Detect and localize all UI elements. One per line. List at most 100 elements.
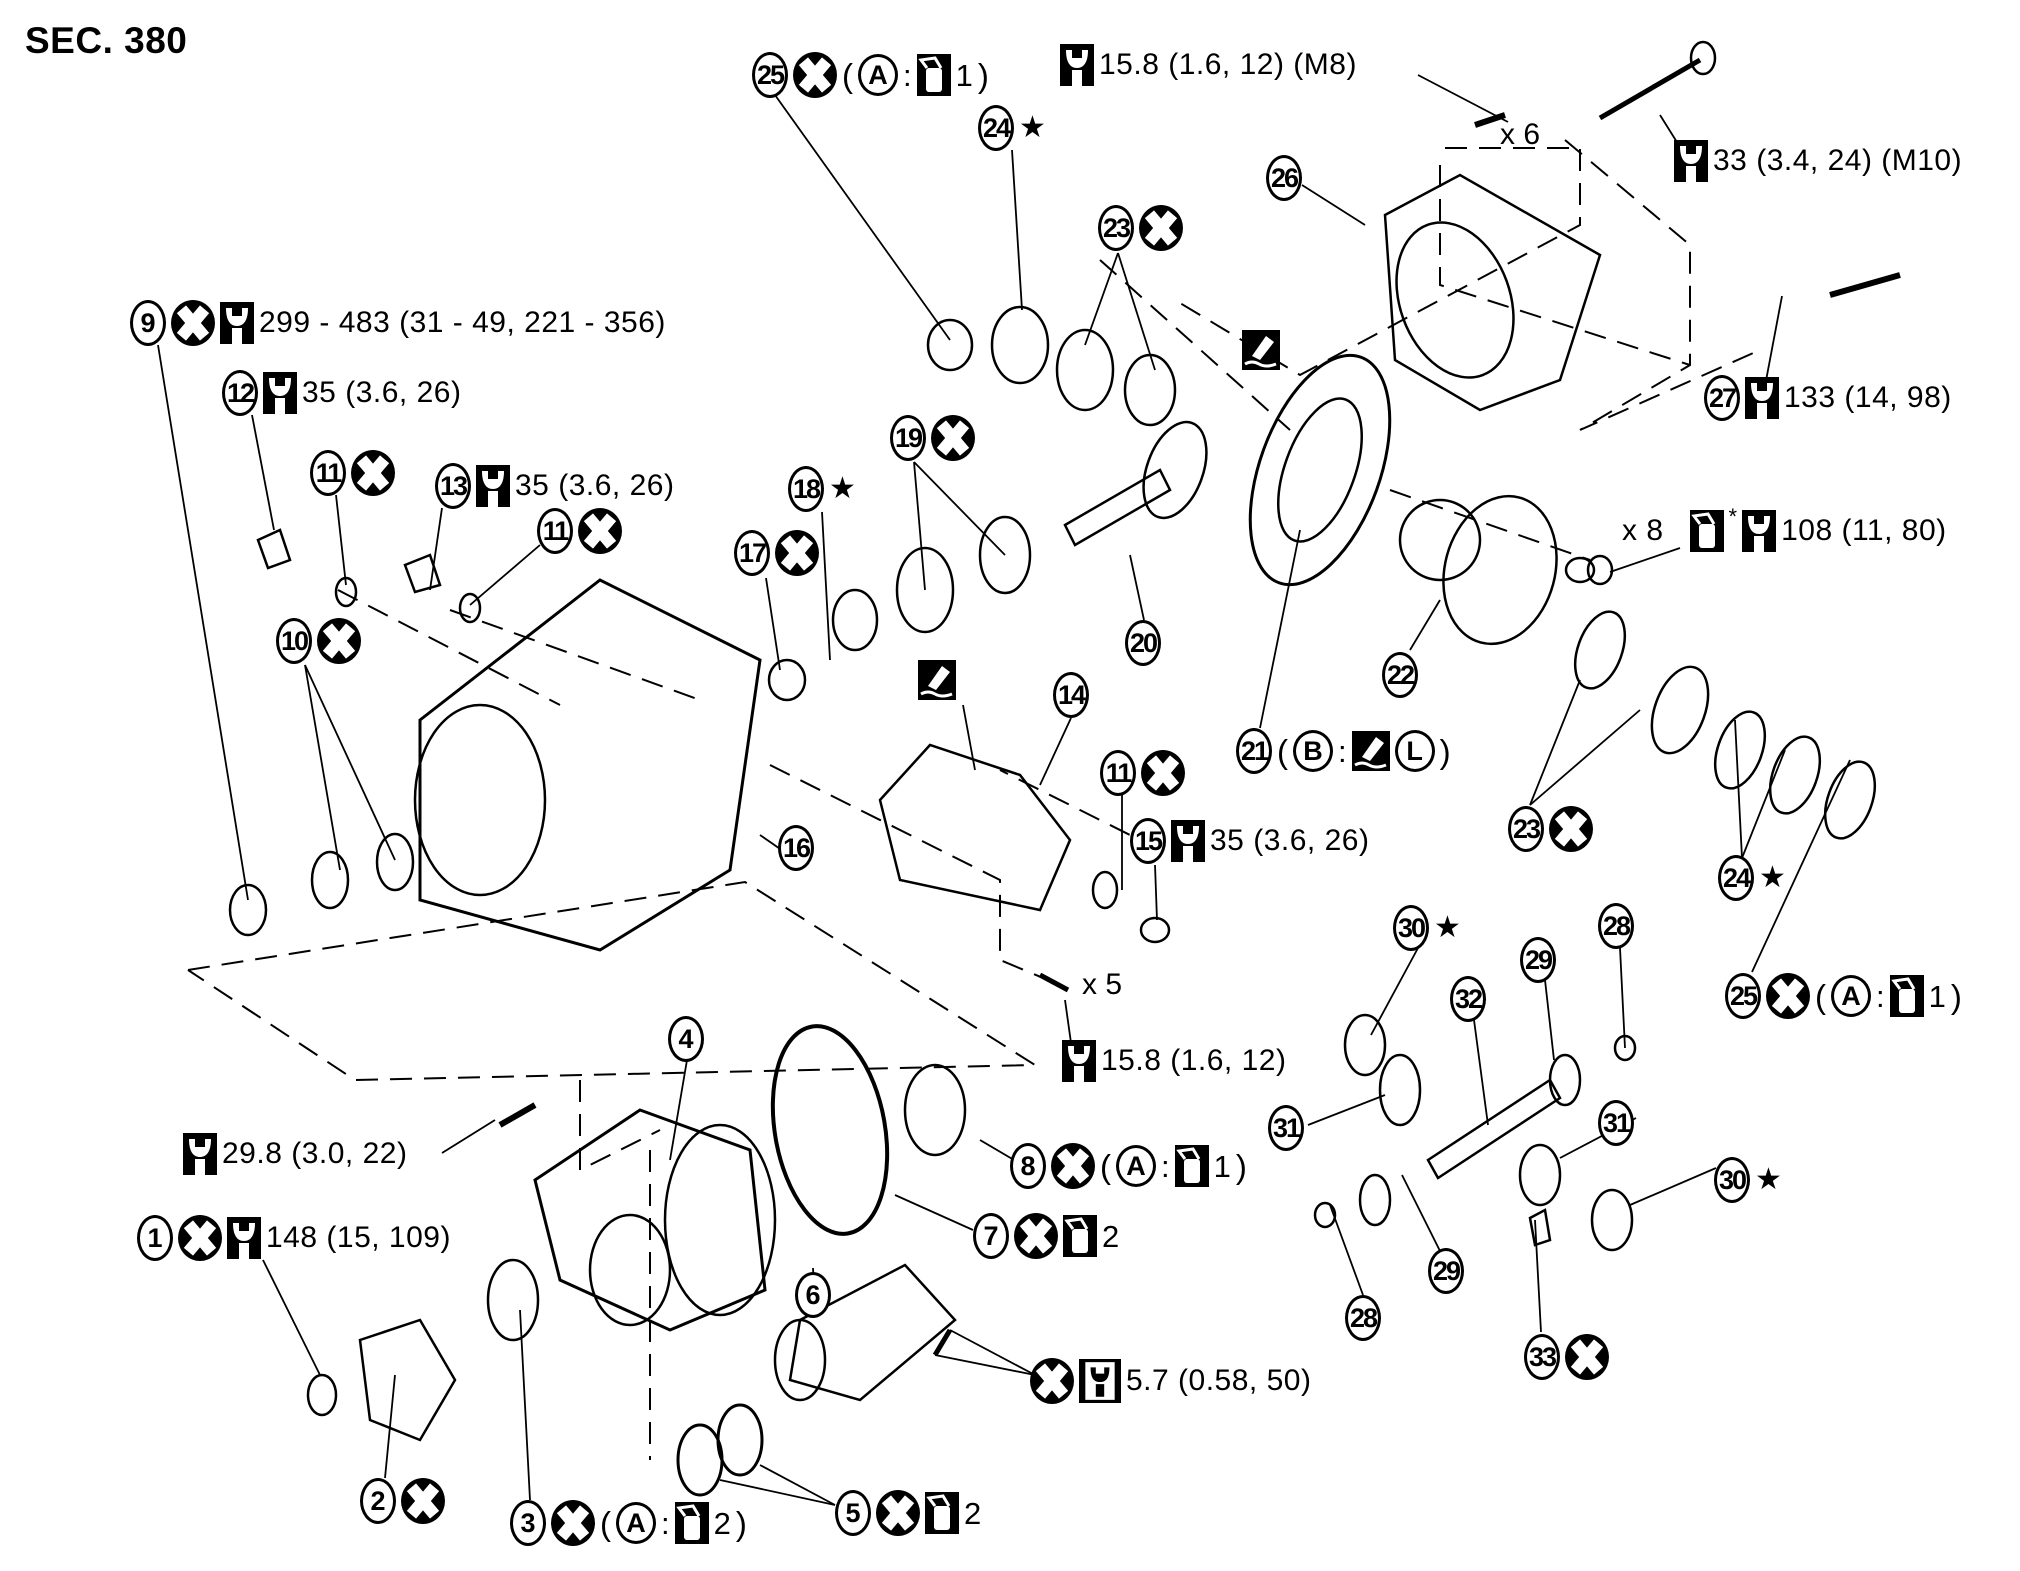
callout-17: 17 bbox=[734, 530, 819, 576]
part-number: 32 bbox=[1450, 976, 1486, 1022]
part-number: 29 bbox=[1520, 937, 1556, 983]
torque-value: 133 (14, 98) bbox=[1784, 381, 1952, 414]
ref-letter-l: L bbox=[1394, 730, 1435, 772]
torque-wrench-icon bbox=[183, 1133, 217, 1175]
oil-can-icon bbox=[925, 1492, 959, 1534]
callout-18: 18 ★ bbox=[788, 466, 856, 512]
oil-grade: 1 bbox=[1213, 1148, 1231, 1184]
callout-2: 2 bbox=[360, 1478, 445, 1524]
torque-wrench-icon bbox=[476, 465, 510, 507]
part-number: 9 bbox=[130, 300, 166, 346]
callout-19: 19 bbox=[890, 415, 975, 461]
callout-30-right: 30 ★ bbox=[1714, 1157, 1782, 1203]
callout-24-top: 24 ★ bbox=[978, 105, 1046, 151]
oil-grade: 2 bbox=[964, 1495, 982, 1531]
callout-32: 32 bbox=[1450, 976, 1486, 1022]
replace-icon bbox=[351, 450, 395, 496]
part-number: 25 bbox=[752, 52, 788, 98]
callout-27: 27 133 (14, 98) bbox=[1704, 375, 1952, 421]
replace-icon bbox=[1766, 973, 1810, 1019]
callout-25-top: 25 ( A : 1 ) bbox=[752, 52, 989, 98]
replace-icon bbox=[1051, 1143, 1095, 1189]
callout-22: 22 bbox=[1382, 652, 1418, 698]
colon: : bbox=[1876, 978, 1885, 1014]
callout-15: 15 35 (3.6, 26) bbox=[1130, 818, 1369, 864]
part-number: 12 bbox=[222, 370, 258, 416]
paren-open: ( bbox=[1100, 1147, 1111, 1185]
part-number: 15 bbox=[1130, 818, 1166, 864]
part-number: 33 bbox=[1524, 1334, 1560, 1380]
callout-10: 10 bbox=[276, 618, 361, 664]
ref-letter: A bbox=[1116, 1145, 1156, 1187]
torque-5-7: 5.7 (0.58, 50) bbox=[1030, 1358, 1311, 1404]
paren-open: ( bbox=[600, 1504, 611, 1542]
torque-wrench-icon bbox=[263, 372, 297, 414]
part-number: 2 bbox=[360, 1478, 396, 1524]
quantity-x6: x 6 bbox=[1500, 118, 1541, 151]
replace-icon bbox=[931, 415, 975, 461]
asterisk-note: * bbox=[1728, 504, 1738, 529]
part-number: 6 bbox=[795, 1272, 831, 1318]
ref-letter: A bbox=[1831, 975, 1871, 1017]
replace-icon bbox=[317, 618, 361, 664]
sealant-tube-icon bbox=[1351, 731, 1390, 771]
replace-icon bbox=[171, 300, 215, 346]
part-number: 21 bbox=[1236, 728, 1272, 774]
callout-33: 33 bbox=[1524, 1334, 1609, 1380]
replace-icon bbox=[578, 508, 622, 554]
paren-close: ) bbox=[1439, 732, 1451, 770]
replace-icon bbox=[1139, 205, 1183, 251]
callout-9: 9 299 - 483 (31 - 49, 221 - 356) bbox=[130, 300, 666, 346]
replace-icon bbox=[876, 1490, 920, 1536]
oil-grade: 2 bbox=[1102, 1218, 1120, 1254]
torque-value: 148 (15, 109) bbox=[266, 1221, 451, 1254]
part-number: 24 bbox=[1718, 855, 1754, 901]
callout-12: 12 35 (3.6, 26) bbox=[222, 370, 461, 416]
leader-lines bbox=[157, 74, 1851, 1506]
replace-icon bbox=[793, 52, 837, 98]
replace-icon bbox=[775, 530, 819, 576]
part-number: 24 bbox=[978, 105, 1014, 151]
replace-icon bbox=[1549, 806, 1593, 852]
part-number: 13 bbox=[435, 463, 471, 509]
callout-20: 20 bbox=[1125, 620, 1161, 666]
part-number: 31 bbox=[1268, 1105, 1304, 1151]
callout-8: 8 ( A : 1 ) bbox=[1010, 1143, 1247, 1189]
sealant-tube-icon bbox=[918, 660, 956, 700]
torque-wrench-icon bbox=[1742, 510, 1777, 552]
part-number: 28 bbox=[1598, 903, 1634, 949]
paren-open: ( bbox=[1277, 732, 1288, 770]
callout-11-c: 11 bbox=[1100, 750, 1185, 796]
torque-29-8: 29.8 (3.0, 22) bbox=[183, 1133, 407, 1175]
ref-letter: A bbox=[616, 1502, 656, 1544]
callout-5: 5 2 bbox=[835, 1490, 981, 1536]
part-number: 28 bbox=[1345, 1295, 1381, 1341]
part-number: 20 bbox=[1125, 620, 1161, 666]
part-number: 5 bbox=[835, 1490, 871, 1536]
callout-31-left: 31 bbox=[1268, 1105, 1304, 1151]
callout-16: 16 bbox=[778, 825, 814, 871]
paren-close: ) bbox=[1235, 1147, 1247, 1185]
torque-wrench-icon bbox=[1079, 1359, 1121, 1403]
oil-can-icon bbox=[1689, 510, 1724, 552]
sealant-callout-14 bbox=[918, 660, 956, 700]
torque-value: 35 (3.6, 26) bbox=[1210, 824, 1370, 857]
oil-can-icon bbox=[916, 54, 951, 96]
callout-21: 21 ( B : L ) bbox=[1236, 728, 1451, 774]
replace-icon bbox=[1141, 750, 1185, 796]
torque-value: 5.7 (0.58, 50) bbox=[1126, 1364, 1312, 1397]
part-number: 23 bbox=[1508, 806, 1544, 852]
colon: : bbox=[1338, 733, 1347, 769]
torque-wrench-icon bbox=[1062, 1040, 1096, 1082]
callout-6: 6 bbox=[795, 1272, 831, 1318]
callout-23-top: 23 bbox=[1098, 205, 1183, 251]
torque-m10: 33 (3.4, 24) (M10) bbox=[1674, 140, 1962, 182]
replace-icon bbox=[551, 1500, 595, 1546]
oil-can-icon bbox=[1063, 1215, 1097, 1257]
replace-icon bbox=[401, 1478, 445, 1524]
callout-4: 4 bbox=[668, 1016, 704, 1062]
torque-wrench-icon bbox=[1171, 820, 1205, 862]
replace-icon bbox=[1030, 1358, 1074, 1404]
callout-26: 26 bbox=[1266, 155, 1302, 201]
